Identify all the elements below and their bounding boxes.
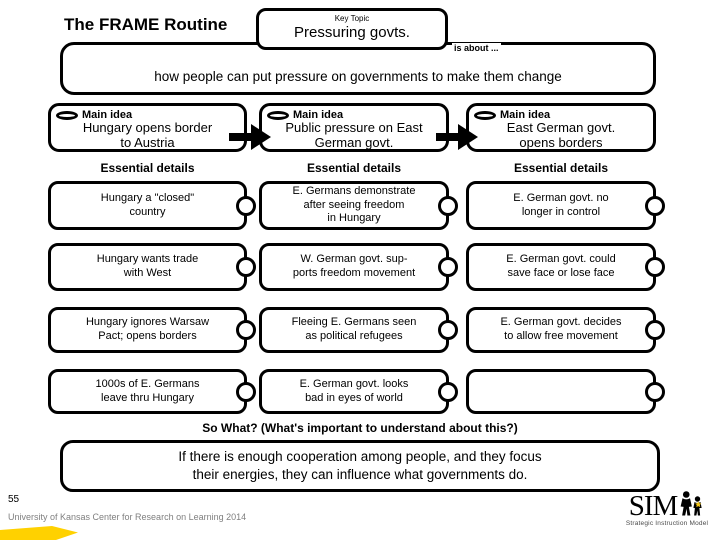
detail-box: E. German govt. no longer in control (466, 181, 665, 230)
key-topic-box: Key Topic Pressuring govts. (256, 8, 448, 50)
connector-circle-icon (236, 195, 256, 216)
detail-box: E. German govt. decides to allow free mo… (466, 307, 665, 353)
main-idea-oval-icon (56, 110, 78, 120)
sim-logo-tagline: Strategic Instruction Model (625, 520, 709, 527)
key-topic-label: Key Topic (334, 14, 370, 23)
main-idea-header: Main idea (51, 106, 244, 121)
detail-box: 1000s of E. Germans leave thru Hungary (48, 369, 256, 414)
connector-circle-icon (645, 195, 665, 216)
essential-details-header: Essential details (513, 161, 609, 175)
detail-box: Hungary a "closed" country (48, 181, 256, 230)
detail-box: Fleeing E. Germans seen as political ref… (259, 307, 458, 353)
detail-box: Hungary wants trade with West (48, 243, 256, 291)
connector-circle-icon (236, 381, 256, 402)
sim-logo-text: SIM (628, 490, 679, 523)
key-topic-value: Pressuring govts. (294, 24, 410, 41)
flow-arrow-icon (229, 124, 271, 150)
detail-box: Hungary ignores Warsaw Pact; opens borde… (48, 307, 256, 353)
main-idea-label: Main idea (293, 109, 344, 121)
yellow-swoosh-decoration (0, 526, 80, 540)
flow-arrow-icon (436, 124, 478, 150)
detail-text: E. German govt. decides to allow free mo… (500, 316, 622, 342)
connector-circle-icon (236, 320, 256, 340)
detail-box (466, 369, 665, 414)
connector-circle-icon (236, 257, 256, 277)
detail-box: E. German govt. looks bad in eyes of wor… (259, 369, 458, 414)
connector-circle-icon (438, 195, 458, 216)
page-number: 55 (8, 494, 20, 505)
main-idea-text: Hungary opens border to Austria (82, 120, 213, 150)
main-idea-oval-icon (474, 110, 496, 120)
connector-circle-icon (438, 320, 458, 340)
so-what-text: If there is enough cooperation among peo… (178, 448, 542, 482)
connector-circle-icon (438, 381, 458, 402)
essential-details-header: Essential details (100, 161, 195, 175)
detail-text: E. German govt. could save face or lose … (506, 253, 616, 279)
detail-text: 1000s of E. Germans leave thru Hungary (95, 377, 200, 404)
main-idea-text: Public pressure on East German govt. (285, 120, 423, 150)
detail-text: Hungary a "closed" country (100, 191, 195, 218)
detail-box: E. Germans demonstrate after seeing free… (259, 181, 458, 230)
main-idea-label: Main idea (82, 109, 133, 121)
connector-circle-icon (645, 320, 665, 340)
is-about-text: how people can put pressure on governmen… (154, 69, 562, 84)
detail-text: Hungary wants trade with West (96, 253, 199, 279)
main-idea-box: Main idea Public pressure on East German… (259, 103, 449, 152)
main-idea-oval-icon (267, 110, 289, 120)
main-idea-box: Main idea East German govt. opens border… (466, 103, 656, 152)
detail-box: W. German govt. sup- ports freedom movem… (259, 243, 458, 291)
detail-box: E. German govt. could save face or lose … (466, 243, 665, 291)
page-title: The FRAME Routine (64, 15, 228, 34)
detail-text: E. Germans demonstrate after seeing free… (292, 184, 416, 225)
main-idea-text: East German govt. opens borders (506, 120, 616, 150)
detail-text: W. German govt. sup- ports freedom movem… (292, 253, 416, 279)
attribution-text: University of Kansas Center for Research… (8, 512, 247, 522)
detail-text: E. German govt. no longer in control (513, 191, 609, 218)
so-what-box: If there is enough cooperation among peo… (60, 440, 660, 492)
so-what-label: So What? (What's important to understand… (202, 421, 518, 435)
main-idea-header: Main idea (469, 106, 653, 121)
detail-text: Hungary ignores Warsaw Pact; opens borde… (85, 316, 210, 342)
essential-details-header: Essential details (306, 161, 402, 175)
sim-people-icon (678, 488, 705, 519)
connector-circle-icon (645, 381, 665, 402)
connector-circle-icon (438, 257, 458, 277)
detail-text: E. German govt. looks bad in eyes of wor… (299, 377, 409, 404)
sim-logo-row: SIM (614, 488, 720, 523)
is-about-connector: is about ... (452, 43, 501, 53)
main-idea-box: Main idea Hungary opens border to Austri… (48, 103, 247, 152)
connector-circle-icon (645, 257, 665, 277)
main-idea-header: Main idea (262, 106, 446, 121)
detail-text: Fleeing E. Germans seen as political ref… (291, 316, 417, 342)
main-idea-label: Main idea (500, 109, 551, 121)
sim-logo: SIM Strategic Instruction Model (614, 488, 720, 527)
